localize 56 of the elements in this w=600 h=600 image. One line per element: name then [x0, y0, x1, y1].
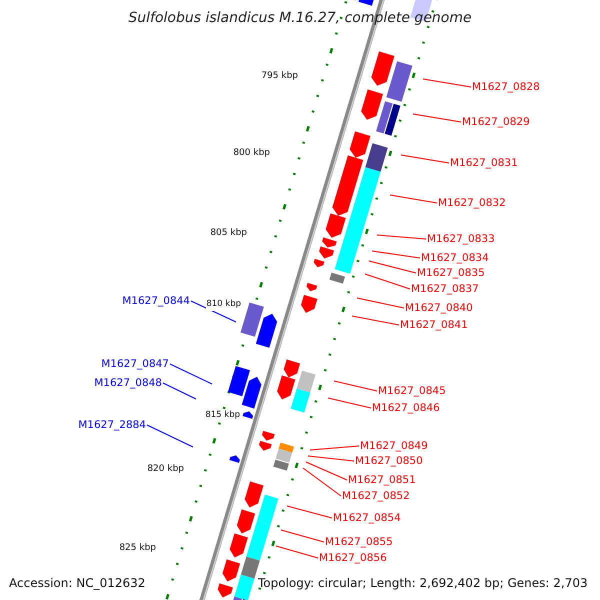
- genome-summary-text: Topology: circular; Length: 2,692,402 bp; Genes: 2,703: [258, 576, 588, 591]
- diagram-title: Sulfolobus islandicus M.16.27, complete genome: [127, 10, 473, 26]
- gene-label: M1627_2884: [78, 419, 146, 431]
- scale-label: 800 kbp: [233, 147, 270, 159]
- gene-label: M1627_0832: [438, 197, 506, 209]
- gene-label: M1627_0841: [400, 319, 468, 331]
- gene-label: M1627_0835: [417, 267, 485, 279]
- gene-label: M1627_0851: [348, 474, 416, 486]
- gene-label: M1627_0852: [342, 490, 410, 502]
- gene-label: M1627_0834: [421, 252, 489, 264]
- scale-label: 795 kbp: [261, 70, 298, 82]
- leader-line: [190, 300, 236, 322]
- scale-label: 810 kbp: [206, 299, 241, 310]
- gene-label: M1627_0848: [94, 377, 162, 389]
- leader-line: [280, 530, 324, 542]
- leader-line: [400, 154, 450, 164]
- gene-label: M1627_0854: [333, 512, 401, 524]
- leader-line: [372, 250, 420, 258]
- scale-label: 815 kbp: [205, 410, 240, 422]
- gene-label: M1627_0844: [122, 295, 190, 307]
- leader-line: [412, 114, 462, 122]
- gene-label: M1627_0831: [450, 157, 518, 169]
- leader-line: [328, 398, 372, 408]
- gene-label: M1627_0855: [325, 536, 393, 548]
- leader-line: [422, 78, 472, 88]
- leader-line: [306, 462, 348, 480]
- gene-label: M1627_0828: [472, 81, 540, 93]
- gene-label: M1627_0840: [405, 302, 473, 314]
- leader-line: [162, 382, 196, 400]
- scale-label: 825 kbp: [119, 542, 156, 554]
- leader-line: [364, 274, 410, 290]
- leader-line: [310, 446, 360, 450]
- gene-label: M1627_0847: [101, 358, 169, 370]
- gene-label: M1627_0846: [372, 402, 440, 414]
- leader-line: [352, 316, 400, 326]
- gene-label: M1627_0829: [462, 116, 530, 128]
- leader-line: [276, 546, 318, 558]
- gene-label: M1627_0850: [355, 455, 423, 467]
- leader-line: [368, 260, 416, 274]
- leader-line: [308, 456, 354, 462]
- leader-line: [334, 380, 378, 392]
- leader-line: [170, 364, 212, 384]
- gene-label: M1627_0837: [411, 283, 479, 295]
- accession-text: Accession: NC_012632: [9, 576, 146, 591]
- leader-line: [390, 194, 438, 204]
- gene-label: M1627_0845: [378, 385, 446, 397]
- leader-line: [302, 468, 342, 496]
- leader-line: [146, 424, 194, 448]
- leader-line: [376, 234, 426, 240]
- gene-label: M1627_0833: [427, 233, 495, 245]
- scale-label: 820 kbp: [147, 463, 184, 475]
- gene-label: M1627_0849: [360, 440, 428, 452]
- scale-label: 805 kbp: [210, 227, 247, 239]
- gene-label: M1627_0856: [319, 552, 387, 564]
- leader-line: [286, 506, 332, 518]
- leader-line: [356, 298, 404, 308]
